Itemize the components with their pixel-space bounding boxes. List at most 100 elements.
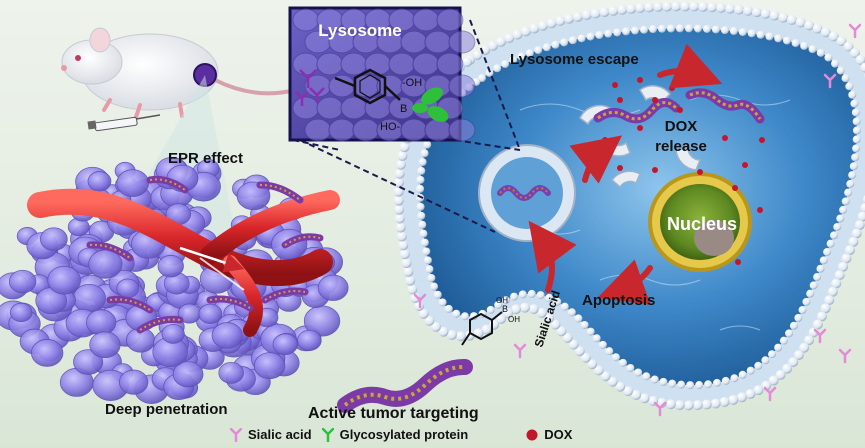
dox-dot <box>612 82 618 88</box>
lipid-bead-inner <box>747 29 756 38</box>
lipid-bead-inner <box>417 211 426 220</box>
lipid-bead-inner <box>586 327 595 336</box>
tumor-nanofiber-core <box>259 183 301 201</box>
lipid-bead <box>862 195 865 204</box>
lipid-bead-inner <box>836 66 845 75</box>
lipid-bead <box>751 7 762 18</box>
lipid-bead-inner <box>611 353 620 362</box>
lipid-bead-inner <box>545 293 554 302</box>
lipid-bead <box>857 211 865 222</box>
lipid-bead-inner <box>848 171 857 180</box>
lipid-bead-inner <box>768 350 777 359</box>
lipid-bead <box>820 27 831 38</box>
lipid-bead-inner <box>478 74 486 82</box>
lipid-bead-inner <box>525 49 534 58</box>
lipid-bead <box>580 352 591 363</box>
lipid-bead <box>396 231 407 242</box>
syringe-icon <box>87 114 161 132</box>
lysosome-cell <box>340 52 368 76</box>
lipid-bead-inner <box>830 231 839 240</box>
lipid-bead-inner <box>527 289 536 298</box>
tumor-cell <box>8 269 37 294</box>
lipid-bead-inner <box>813 273 822 282</box>
lipid-bead <box>793 350 804 361</box>
lipid-bead <box>405 275 416 286</box>
lipid-bead <box>692 400 703 411</box>
lipid-bead <box>536 307 547 318</box>
lipid-bead <box>851 228 862 239</box>
endosome-vesicle <box>478 144 576 242</box>
lipid-bead <box>590 8 601 19</box>
lipid-bead-inner <box>754 361 763 370</box>
tumor-cell <box>73 349 104 375</box>
lipid-bead-inner <box>551 40 560 49</box>
lipid-bead <box>841 253 852 264</box>
lipid-bead-inner <box>422 247 431 256</box>
lipid-bead <box>555 15 566 26</box>
lipid-bead-inner <box>831 59 840 68</box>
lipid-bead-inner <box>806 289 815 298</box>
lipid-bead-inner <box>746 366 755 375</box>
lipid-bead <box>398 240 409 251</box>
glycosylated-protein-icon <box>412 87 449 122</box>
lipid-bead-inner <box>845 82 854 91</box>
dox-dot <box>669 85 675 91</box>
tumor-cell <box>157 254 184 278</box>
lipid-bead <box>403 266 414 277</box>
lipid-bead-inner <box>844 188 853 197</box>
lipid-bead <box>834 270 845 281</box>
lipid-bead <box>698 1 709 12</box>
lipid-bead <box>707 2 718 13</box>
lipid-bead <box>639 393 650 404</box>
lipid-bead-inner <box>713 378 722 387</box>
lipid-bead-inner <box>560 302 569 311</box>
lipid-bead-inner <box>427 273 436 282</box>
lipid-bead-inner <box>650 375 659 384</box>
arrow-escape <box>657 43 723 89</box>
tumor-nanofibers <box>86 176 324 334</box>
lipid-bead-inner <box>418 158 427 167</box>
lipid-bead-inner <box>666 24 675 33</box>
lipid-bead-inner <box>686 381 695 390</box>
lipid-bead <box>848 236 859 247</box>
dox-dot <box>732 185 738 191</box>
lipid-bead <box>745 389 756 400</box>
lipid-bead <box>528 304 539 315</box>
tumor-cell <box>253 352 286 380</box>
lipid-bead <box>418 308 429 319</box>
lysosome-cell <box>436 8 464 32</box>
lipid-bead-inner <box>485 68 494 77</box>
lipid-bead <box>410 292 421 303</box>
lipid-bead <box>725 3 736 14</box>
lipid-bead-inner <box>423 256 432 265</box>
glycosylated-protein-legend-icon <box>321 427 334 442</box>
lipid-bead <box>395 159 406 170</box>
tumor-cell <box>30 339 64 367</box>
lipid-bead-inner <box>618 358 627 367</box>
tumor-nanofiber <box>146 176 189 194</box>
legend-item-sialic-acid: Sialic acid <box>230 427 312 442</box>
lipid-bead <box>671 1 682 12</box>
dox-dot <box>687 75 693 81</box>
lipid-bead <box>631 390 642 401</box>
legend: Sialic acid Glycosylated protein DOX <box>230 427 572 442</box>
lipid-bead <box>593 365 604 376</box>
lipid-bead-inner <box>659 377 668 386</box>
legend-label-glycosylated-protein: Glycosylated protein <box>339 427 469 442</box>
arrow-apoptosis <box>597 259 653 305</box>
lysosome-cell <box>448 118 476 142</box>
lipid-bead-inner <box>595 31 604 40</box>
lipid-bead <box>617 4 628 15</box>
lipid-bead-inner <box>791 39 800 48</box>
lipid-bead-inner <box>518 290 527 299</box>
lipid-bead <box>472 49 483 60</box>
lipid-bead-inner <box>668 379 677 388</box>
lipid-bead <box>844 245 855 256</box>
lysosome-cell <box>316 96 344 120</box>
tumor-cell <box>297 329 322 351</box>
lipid-bead <box>462 56 473 67</box>
lipid-bead-inner <box>420 238 429 247</box>
lipid-bead <box>394 168 405 179</box>
lipid-bead-inner <box>785 329 794 338</box>
lipid-bead-inner <box>798 305 807 314</box>
